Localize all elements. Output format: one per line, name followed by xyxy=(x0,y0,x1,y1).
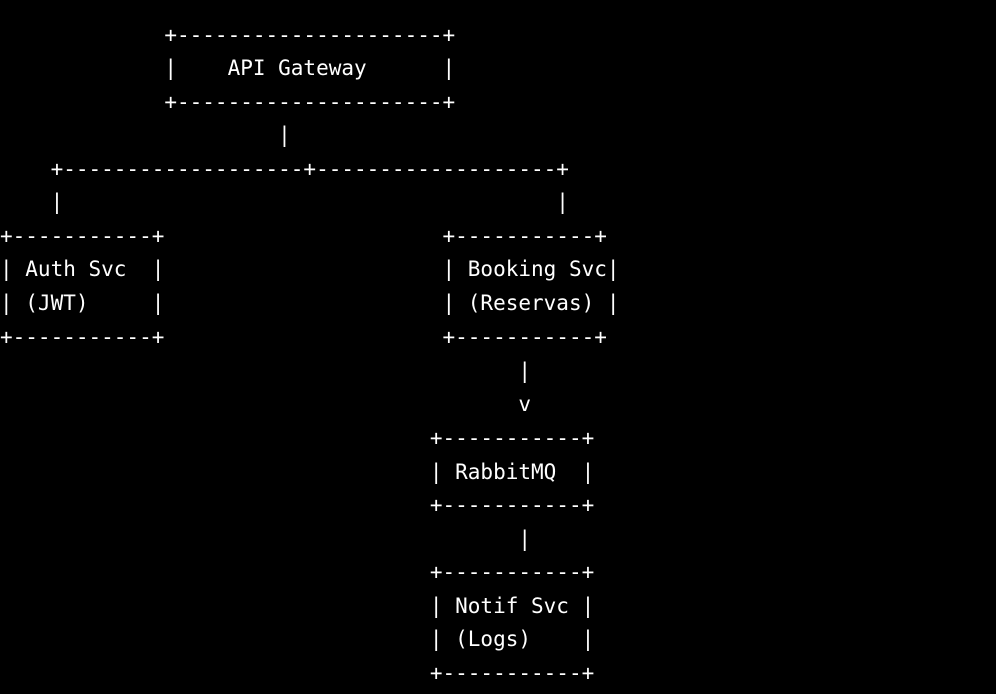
rabbitmq-label: | RabbitMQ | xyxy=(0,460,595,484)
notif-box-top: +-----------+ xyxy=(0,560,595,584)
api-gateway-box-bottom: +---------------------+ xyxy=(0,90,456,114)
booking-arrow: v xyxy=(0,392,532,416)
api-gateway-box-top: +---------------------+ xyxy=(0,23,456,47)
service-boxes-bottom: +-----------+ +-----------+ xyxy=(0,325,607,349)
rabbitmq-connector: | xyxy=(0,527,532,551)
branch-drops: | | xyxy=(0,190,569,214)
notif-sublabel: | (Logs) | xyxy=(0,627,595,651)
api-gateway-label: | API Gateway | xyxy=(0,56,456,80)
service-labels: | Auth Svc | | Booking Svc| xyxy=(0,257,620,281)
notif-box-bottom: +-----------+ xyxy=(0,661,595,685)
gateway-connector: | xyxy=(0,123,291,147)
rabbitmq-box-bottom: +-----------+ xyxy=(0,493,595,517)
notif-label: | Notif Svc | xyxy=(0,594,595,618)
booking-connector: | xyxy=(0,359,532,383)
branch-connector: +-------------------+-------------------… xyxy=(0,157,569,181)
service-sublabels: | (JWT) | | (Reservas) | xyxy=(0,291,620,315)
service-boxes-top: +-----------+ +-----------+ xyxy=(0,224,607,248)
rabbitmq-box-top: +-----------+ xyxy=(0,426,595,450)
